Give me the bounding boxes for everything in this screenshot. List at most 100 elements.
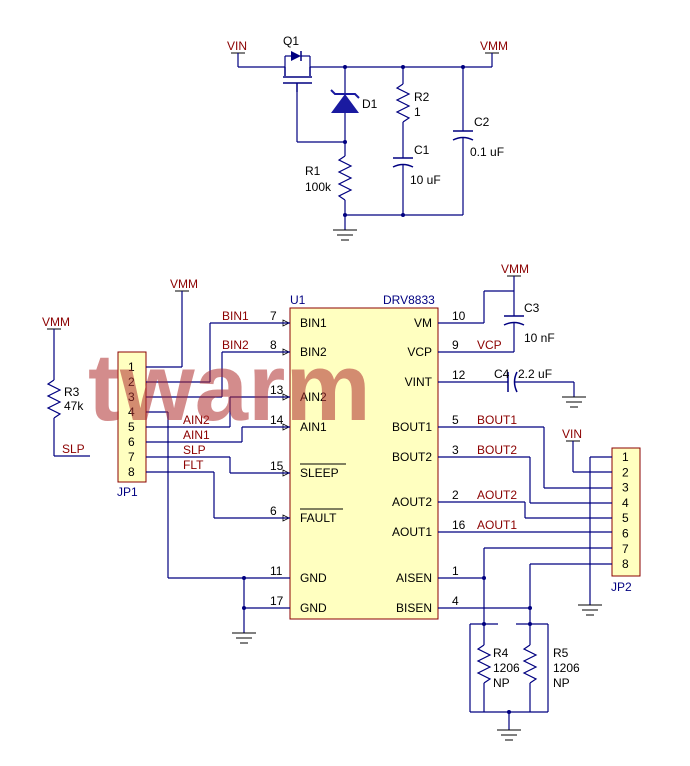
jp2-pin-number: 5	[622, 511, 629, 525]
ground-symbol-left	[232, 632, 256, 644]
ic-left-pin-name: AIN1	[300, 420, 327, 434]
jp1-pin-number: 3	[128, 390, 135, 404]
ic-part: DRV8833	[383, 293, 435, 307]
ic-left-pin-name: SLEEP	[300, 466, 339, 480]
q1-label: Q1	[283, 34, 299, 48]
ic-right-pin-number: 1	[452, 564, 459, 578]
ic-right-pin-number: 10	[452, 309, 466, 323]
jp1-pin-number: 5	[128, 420, 135, 434]
c1-value: 10 uF	[410, 173, 441, 187]
ic-right-pin-name: VM	[414, 316, 432, 330]
jp2-pins: 12 345 678	[622, 450, 629, 571]
ic-right-pin-number: 4	[452, 594, 459, 608]
r2-label: R2	[414, 90, 430, 104]
ic-left-pin-name: GND	[300, 601, 327, 615]
ain1-net: AIN1	[183, 428, 210, 442]
bout1-net: BOUT1	[477, 413, 517, 427]
ic-right-pin-name: AISEN	[396, 571, 432, 585]
ic-right-pin-name: BOUT2	[392, 450, 432, 464]
ic-ref: U1	[290, 293, 306, 307]
ic-right-pin-number: 12	[452, 368, 466, 382]
d1-zener: D1	[330, 67, 378, 156]
jp2-pin-number: 1	[622, 450, 629, 464]
ground-symbol-sense	[497, 729, 521, 741]
jp2-pin-number: 4	[622, 496, 629, 510]
c2-value: 0.1 uF	[470, 145, 504, 159]
jp1-pin-number: 8	[128, 465, 135, 479]
c4-label: C4	[494, 367, 510, 381]
vmm-top-label: VMM	[480, 39, 508, 53]
ic-right-pin-name: BISEN	[396, 601, 432, 615]
aout2-net: AOUT2	[477, 488, 517, 502]
jp1-pin-number: 2	[128, 375, 135, 389]
right-wiring: VMM C3 10 nF C4 2.2 uF VCP BOUT1 BOUT2 A…	[438, 262, 612, 741]
jp2-pin-number: 2	[622, 465, 629, 479]
ain2-net: AIN2	[183, 413, 210, 427]
bin1-net: BIN1	[222, 309, 249, 323]
r4-value-1: 1206	[493, 661, 520, 675]
ic-left-pin-name: BIN1	[300, 316, 327, 330]
jp2-pin-number: 6	[622, 527, 629, 541]
ic-right-pin-number: 5	[452, 413, 459, 427]
r5-value-1: 1206	[553, 661, 580, 675]
jp1-pin-number: 4	[128, 405, 135, 419]
ic-left-pin-number: 14	[270, 413, 284, 427]
q1-mosfet: Q1	[283, 34, 312, 92]
r3-label: R3	[64, 385, 80, 399]
jp2-pin-number: 8	[622, 557, 629, 571]
watermark: twarm	[88, 334, 371, 441]
r4-label: R4	[493, 646, 509, 660]
vmm-right-label: VMM	[501, 262, 529, 276]
vin-right-label: VIN	[562, 427, 582, 441]
r2-resistor: R2 1	[395, 67, 430, 158]
ic-left-pin-number: 13	[270, 383, 284, 397]
d1-label: D1	[362, 97, 378, 111]
ic-right-pin-name: VCP	[407, 345, 432, 359]
c2-capacitor: C2 0.1 uF	[452, 67, 504, 215]
ic-left-pin-number: 7	[270, 309, 277, 323]
r1-label: R1	[305, 164, 321, 178]
ic-left-pin-name: BIN2	[300, 345, 327, 359]
ic-right-pin-name: AOUT2	[392, 495, 432, 509]
c2-label: C2	[474, 115, 490, 129]
ground-symbol-c4	[562, 396, 586, 408]
jp2-pin-number: 7	[622, 542, 629, 556]
ic-left-pin-name: FAULT	[300, 511, 337, 525]
ic-left-pin-number: 6	[270, 504, 277, 518]
ic-left-pin-name: AIN2	[300, 390, 327, 404]
jp2-pin-number: 3	[622, 481, 629, 495]
vmm-left-label: VMM	[42, 315, 70, 329]
ic-right-pin-number: 2	[452, 488, 459, 502]
r5-label: R5	[553, 646, 569, 660]
jp2-ref: JP2	[611, 580, 632, 594]
slp-net-left: SLP	[62, 442, 85, 456]
watermark-text: twarm	[88, 334, 371, 441]
c3-value: 10 nF	[524, 331, 555, 345]
bin2-net: BIN2	[222, 338, 249, 352]
vcp-net: VCP	[477, 338, 502, 352]
slp-net: SLP	[183, 443, 206, 457]
ic-right-pin-number: 3	[452, 443, 459, 457]
ground-symbol-top	[333, 229, 357, 241]
r2-value: 1	[414, 105, 421, 119]
ic-left-pin-number: 17	[270, 594, 284, 608]
jp1-pin-number: 1	[128, 360, 135, 374]
ic-left-pin-number: 11	[270, 564, 283, 578]
c1-label: C1	[414, 143, 430, 157]
r1-value: 100k	[305, 180, 332, 194]
ic-right-pin-name: BOUT1	[392, 420, 432, 434]
jp1-ref: JP1	[117, 485, 138, 499]
ic-left-pin-name: GND	[300, 571, 327, 585]
r1-resistor: R1 100k	[305, 155, 353, 215]
ic-right-pin-number: 16	[452, 518, 466, 532]
jp1-pin-number: 6	[128, 435, 135, 449]
jp2-header: 12 345 678 JP2	[611, 447, 641, 594]
flt-net: FLT	[183, 458, 204, 472]
c4-value: 2.2 uF	[518, 367, 552, 381]
ic-right-pin-name: AOUT1	[392, 525, 432, 539]
r5-value-2: NP	[553, 676, 570, 690]
jp1-pin-number: 7	[128, 450, 135, 464]
